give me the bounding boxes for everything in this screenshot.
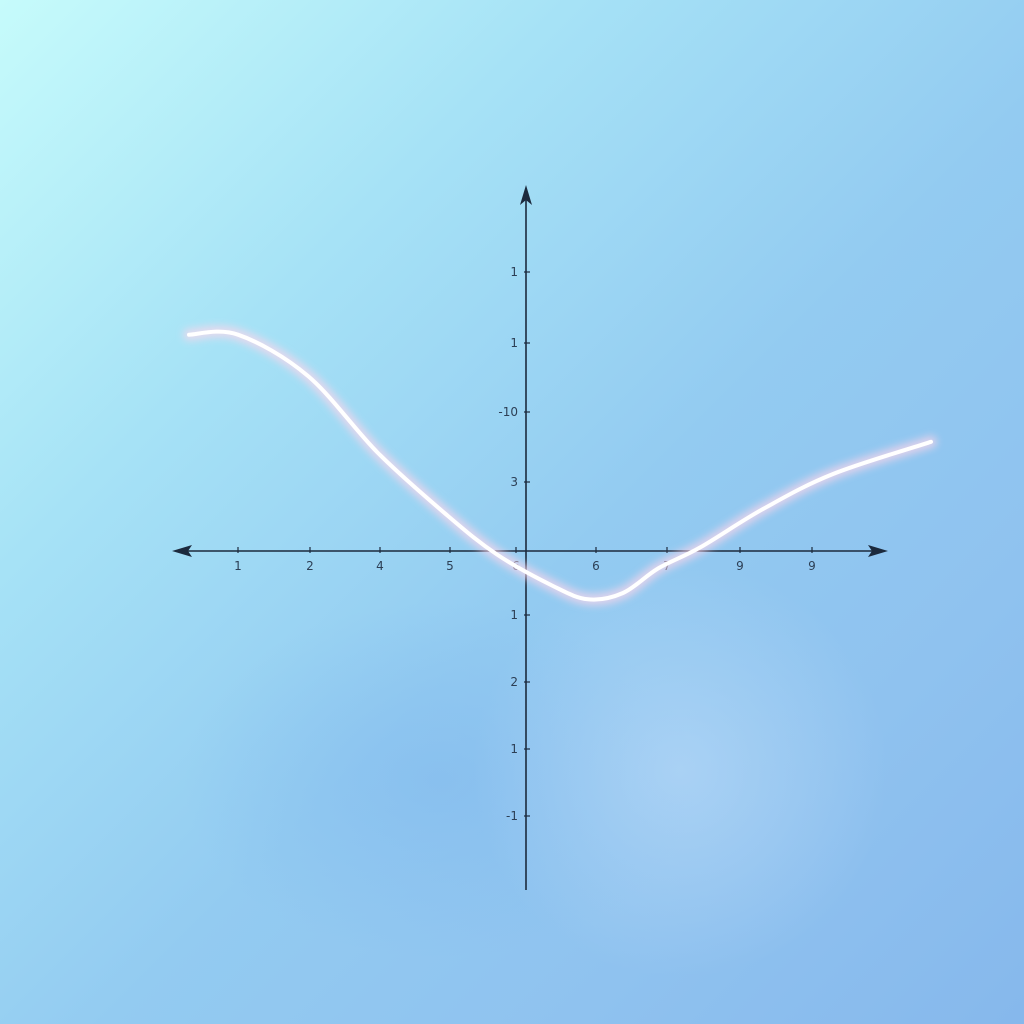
y-tick-label: 1 (510, 742, 518, 756)
background-glow (180, 600, 700, 960)
y-tick-label: 3 (510, 475, 518, 489)
x-tick-label: 2 (306, 559, 314, 573)
background-glow (470, 560, 890, 980)
x-tick-label: 9 (736, 559, 744, 573)
axes (172, 185, 888, 890)
y-tick-label: 1 (510, 265, 518, 279)
x-tick-label: 6 (592, 559, 600, 573)
x-tick-label: 1 (234, 559, 242, 573)
x-tick-label: 4 (376, 559, 384, 573)
y-tick-label: 2 (510, 675, 518, 689)
x-tick-label: 9 (808, 559, 816, 573)
y-tick-label: 1 (510, 336, 518, 350)
y-ticks: 1 1 -10 3 1 2 1 -1 (498, 265, 530, 823)
y-axis-arrow-top (520, 185, 532, 205)
y-tick-label: -10 (498, 405, 518, 419)
x-axis-arrow-right (868, 545, 888, 557)
y-tick-label: -1 (506, 809, 518, 823)
series-line (187, 329, 933, 602)
y-tick-label: 1 (510, 608, 518, 622)
series-layer (183, 325, 937, 606)
x-axis-arrow-left (172, 545, 192, 557)
x-tick-label: 5 (446, 559, 454, 573)
